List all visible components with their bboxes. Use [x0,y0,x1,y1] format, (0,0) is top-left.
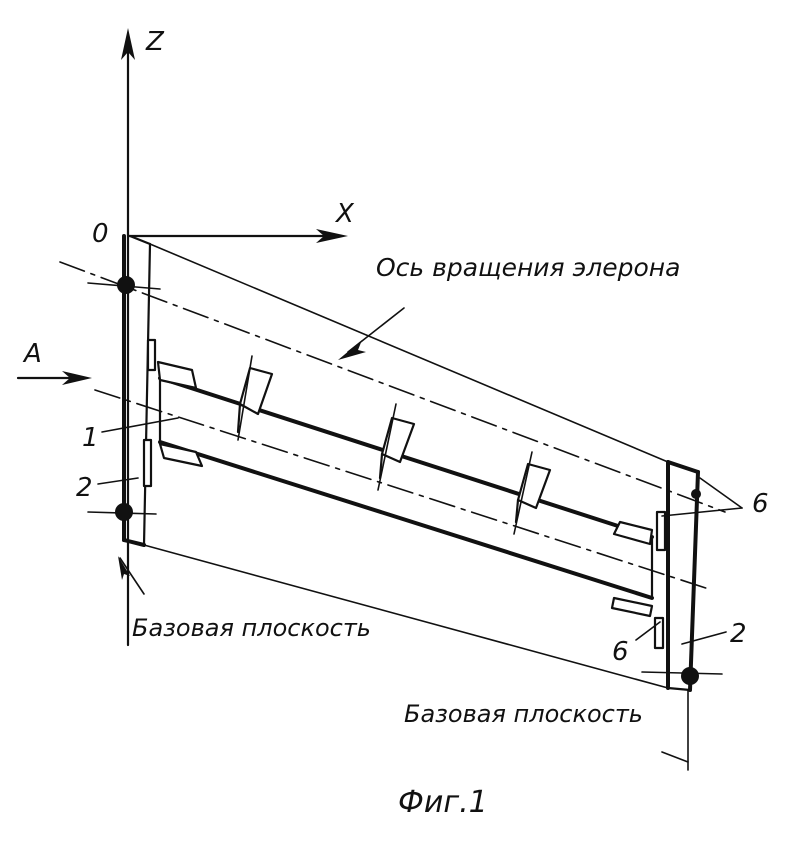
left-bracket-lower [144,440,151,486]
view-label: А [22,339,42,369]
view-arrow-a [18,371,92,385]
hinge-bracket-2 [378,404,414,490]
x-axis [128,229,348,243]
z-axis-label: Z [145,27,165,57]
rotation-axis-label: Ось вращения элерона [376,253,680,282]
rotation-leader-arrow-icon [338,340,366,360]
part-2-right-leader [682,632,726,644]
part-2-left-label: 2 [76,473,93,503]
left-fitting-top [158,362,196,388]
right-bracket-upper [657,512,665,550]
right-fitting-top [614,522,652,544]
right-fitting-bottom [612,598,652,616]
part-6-upper-label: 6 [752,489,769,519]
part-6-upper-leader-b [700,478,742,508]
part-1-label: 1 [82,423,99,453]
spar-beam [95,378,712,598]
part-2-right-label: 2 [730,619,747,649]
hinge-bracket-1 [238,356,272,440]
base-point-right-upper [691,489,701,499]
x-axis-label: X [334,199,355,229]
part-1-leader [102,418,178,432]
base-plane-left-leader [120,558,144,594]
base-point-left-upper [117,276,135,294]
part-6-lower-label: 6 [612,637,629,667]
base-point-left-lower [115,503,133,521]
base-plane-left-label: Базовая плоскость [132,614,371,642]
origin-label: 0 [92,219,109,249]
base-plane-right-label: Базовая плоскость [404,700,643,728]
rotation-axis-leader [338,308,404,360]
base-plane-right-leader [662,752,688,762]
hinge-bracket-3 [514,452,550,534]
part-6-upper-leader-a [662,508,742,516]
base-point-right [681,667,699,685]
figure-caption: Фиг.1 [398,785,488,820]
left-bracket-upper [148,340,155,370]
part-2-left-leader [98,478,138,484]
